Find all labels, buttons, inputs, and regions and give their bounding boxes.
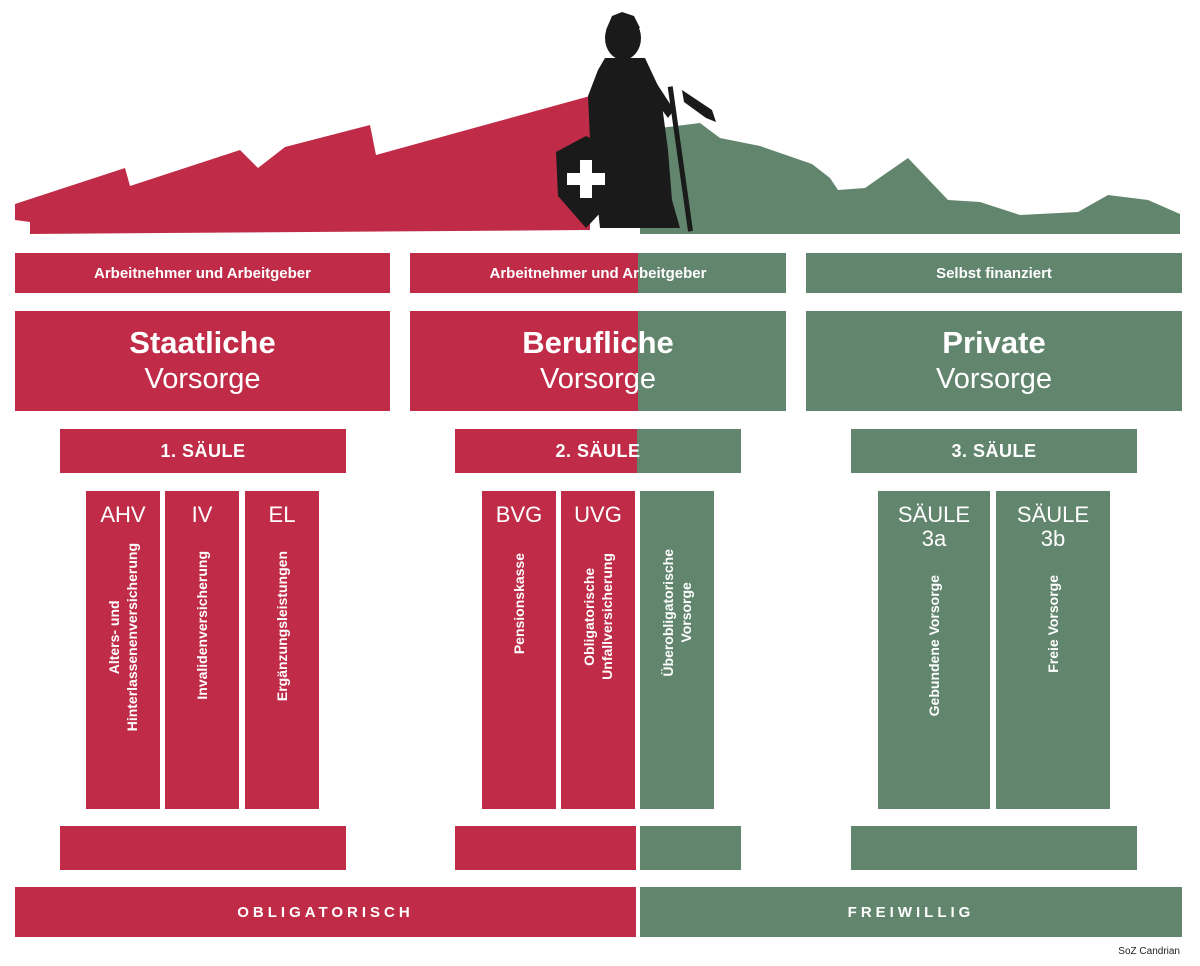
financing-label: Selbst finanziert [936, 264, 1052, 282]
column-abbr: SÄULE 3a [897, 502, 971, 551]
column-el: EL Ergänzungsleistungen [245, 491, 319, 809]
column-label: Gebundene Vorsorge [926, 575, 942, 717]
column-abbr: SÄULE 3b [1016, 502, 1090, 551]
header-title: Berufliche [522, 325, 674, 360]
financing-label: Arbeitnehmer und Arbeitgeber [489, 264, 707, 282]
footer-obligatorisch: OBLIGATORISCH [15, 887, 636, 937]
financing-band-privat: Selbst finanziert [806, 253, 1182, 293]
column-saeule-3b: SÄULE 3b Freie Vorsorge [996, 491, 1110, 809]
column-label: Invalidenversicherung [194, 551, 210, 700]
pillar-1-capital: 1. SÄULE [60, 429, 346, 473]
pillar-2-capital: 2. SÄULE [455, 429, 741, 473]
header-private-vorsorge: Private Vorsorge [806, 311, 1182, 411]
helvetia-figure-icon [556, 12, 716, 232]
pillar-3-base [851, 826, 1137, 870]
pillar-1-base [60, 826, 346, 870]
header-subtitle: Vorsorge [144, 363, 261, 395]
header-title: Staatliche [129, 325, 276, 360]
header-title: Private [942, 325, 1046, 360]
header-subtitle: Vorsorge [935, 363, 1053, 395]
column-uvg: UVG Obligatorische Unfallversicherung [561, 491, 635, 809]
column-abbr: IV [191, 502, 213, 527]
column-ahv: AHV Alters- und Hinterlassenenversicheru… [86, 491, 160, 809]
pillar-label: 2. SÄULE [555, 440, 641, 461]
pillar-2-base-green [640, 826, 741, 870]
footer-freiwillig: FREIWILLIG [640, 887, 1182, 937]
column-label: Alters- und Hinterlassenenversicherung [106, 543, 140, 732]
header-berufliche-vorsorge: Berufliche Vorsorge [410, 311, 786, 411]
swiss-cross-icon [567, 160, 605, 198]
header-subtitle: Vorsorge [539, 363, 657, 395]
pillar-2-base-red [455, 826, 636, 870]
footer-label: FREIWILLIG [847, 903, 975, 921]
column-abbr: AHV [100, 502, 146, 527]
column-label: Obligatorische Unfallversicherung [581, 553, 615, 680]
pillar-3-capital: 3. SÄULE [851, 429, 1137, 473]
column-label: Überobligatorische Vorsorge [660, 549, 694, 677]
pillar-label: 1. SÄULE [160, 440, 246, 461]
column-saeule-3a: SÄULE 3a Gebundene Vorsorge [878, 491, 990, 809]
column-label: Ergänzungsleistungen [274, 551, 290, 702]
footer-label: OBLIGATORISCH [237, 903, 414, 921]
credit: SoZ Candrian [1118, 946, 1180, 957]
column-iv: IV Invalidenversicherung [165, 491, 239, 809]
column-label: Freie Vorsorge [1045, 575, 1061, 673]
column-bvg: BVG Pensionskasse [482, 491, 556, 809]
financing-band-staatlich: Arbeitnehmer und Arbeitgeber [15, 253, 390, 293]
roof-green [640, 123, 1180, 234]
financing-band-beruflich: Arbeitnehmer und Arbeitgeber [410, 253, 786, 293]
column-abbr: BVG [495, 502, 543, 527]
column-label: Pensionskasse [511, 553, 527, 655]
column-abbr: EL [268, 502, 296, 527]
roof-red [15, 96, 590, 234]
roof-illustration [15, 12, 1180, 234]
header-staatliche-vorsorge: Staatliche Vorsorge [15, 311, 390, 411]
column-abbr: UVG [574, 502, 622, 527]
financing-label: Arbeitnehmer und Arbeitgeber [94, 264, 311, 282]
column-ueberobligatorisch: Überobligatorische Vorsorge [640, 491, 714, 809]
pillar-label: 3. SÄULE [951, 440, 1037, 461]
